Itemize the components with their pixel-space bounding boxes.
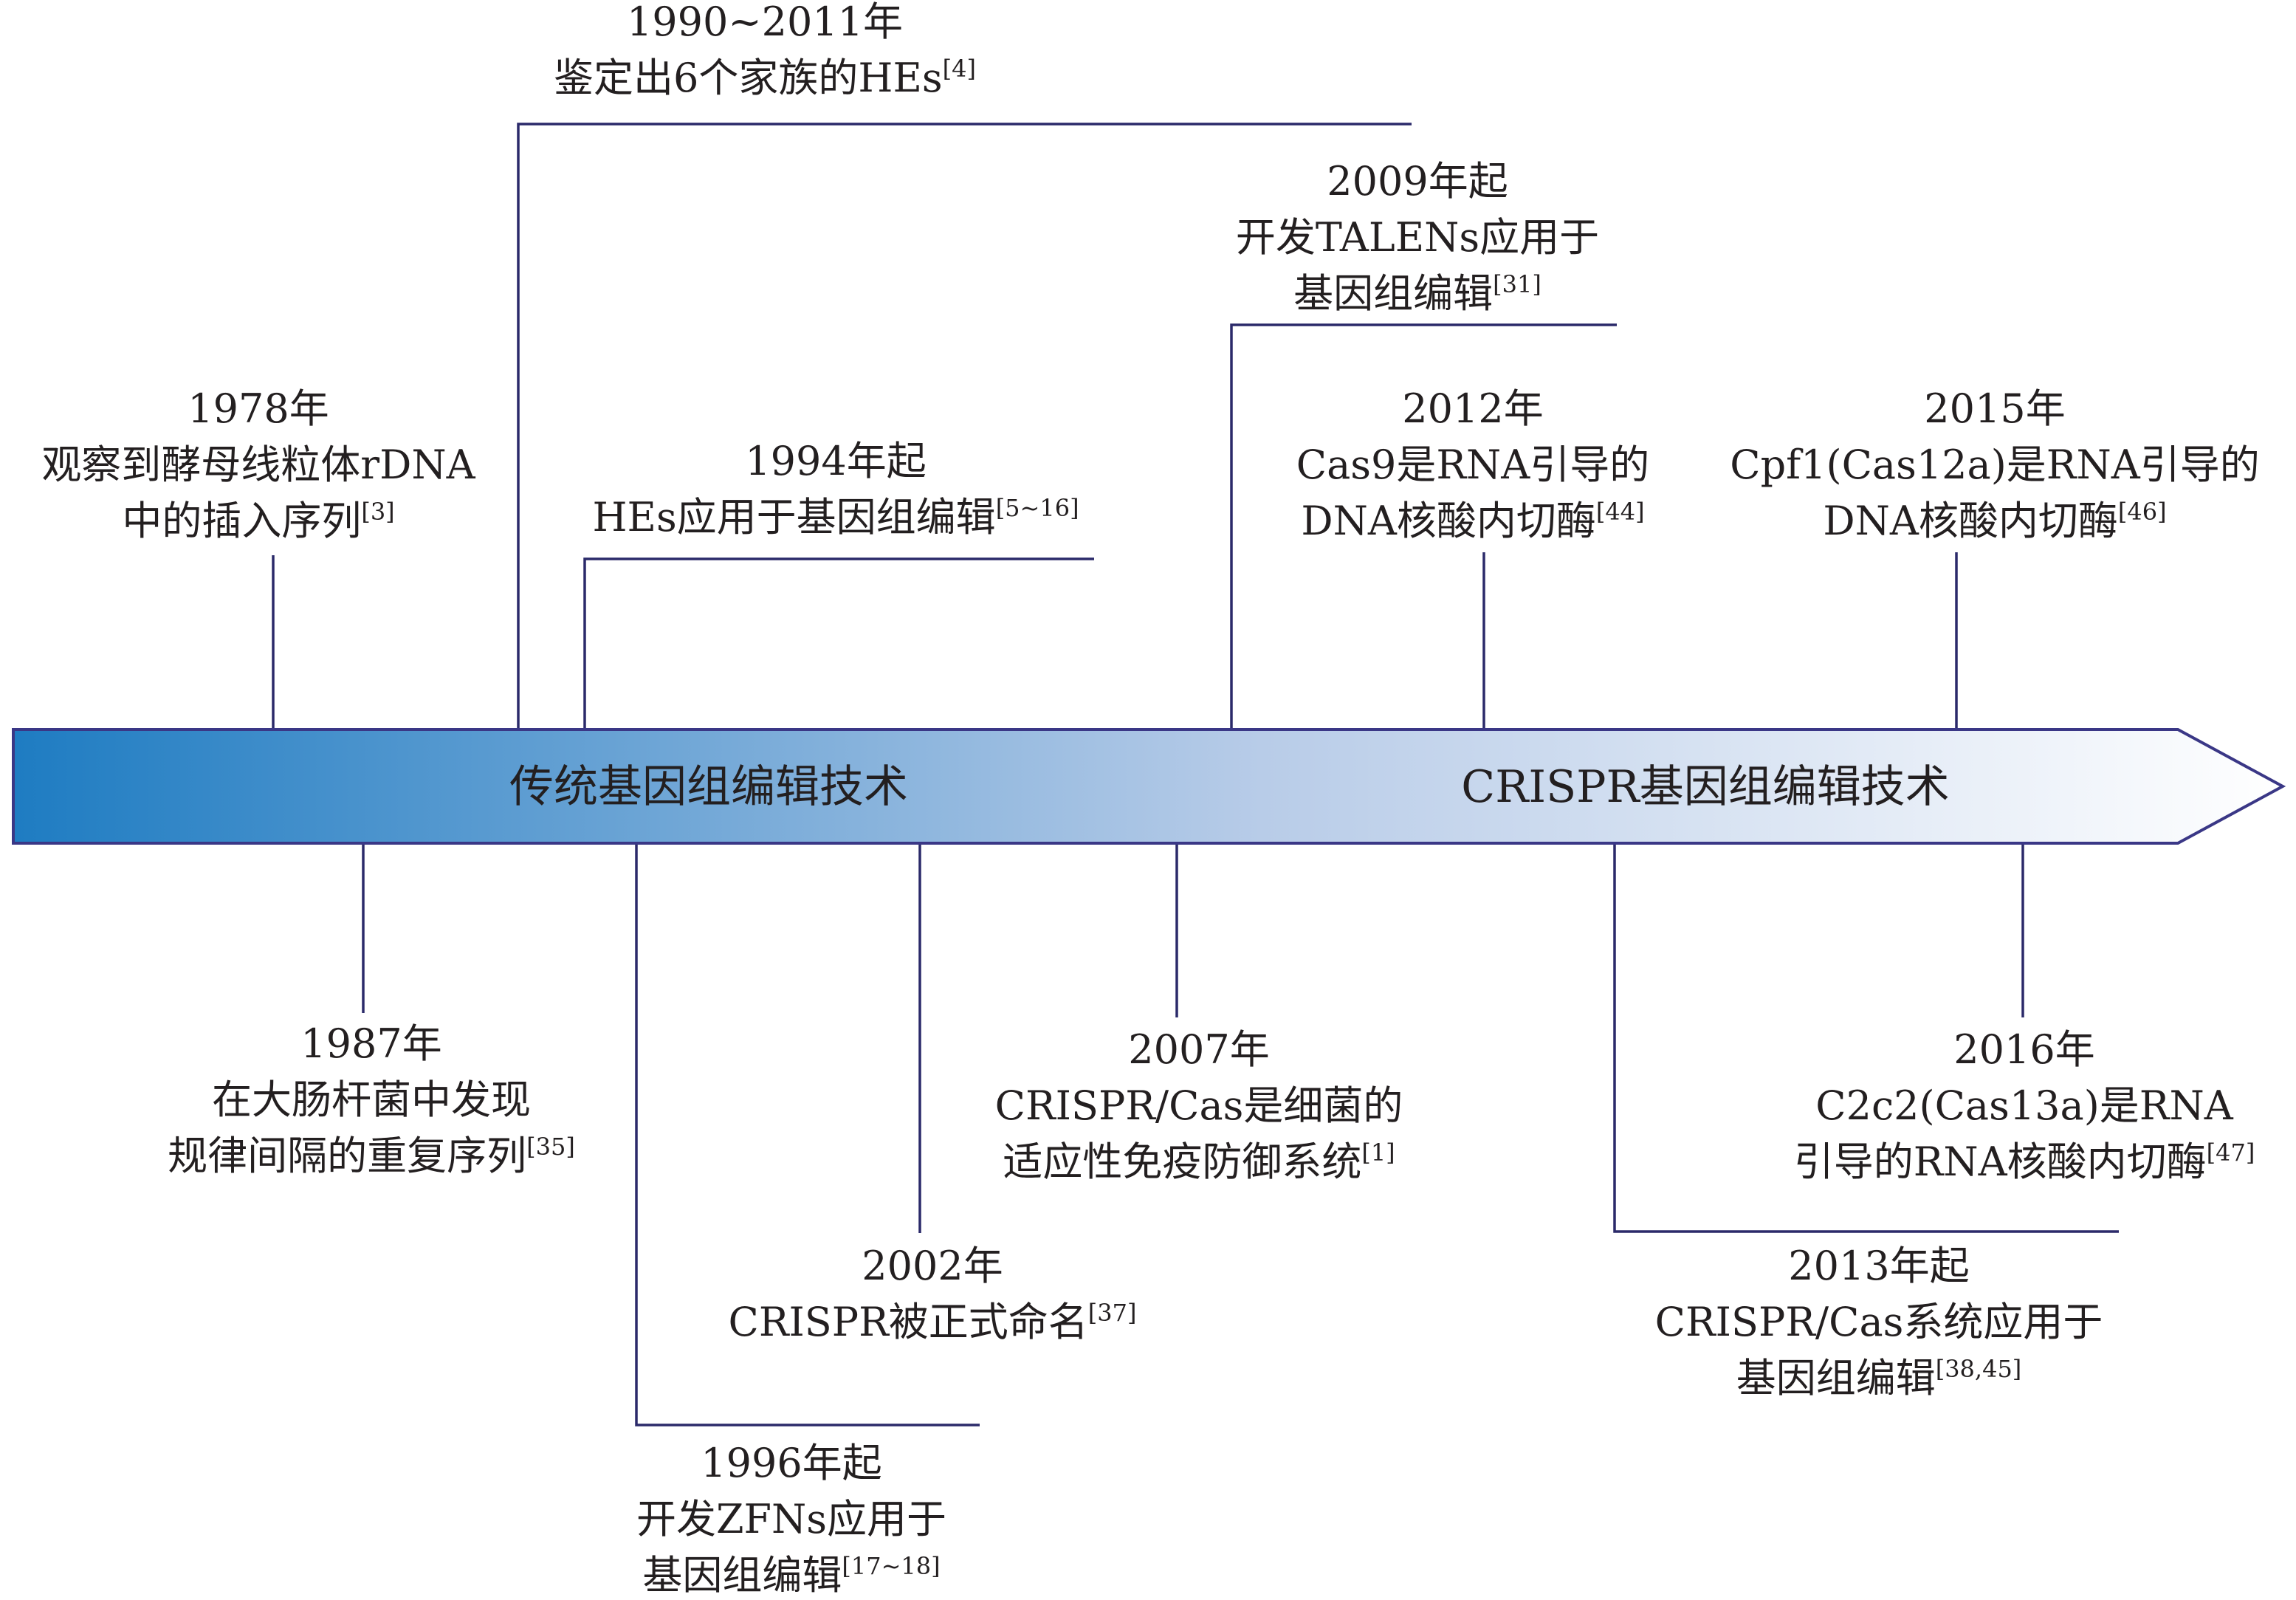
citation-ref: [5~16] <box>996 494 1079 522</box>
event-description: 观察到酵母线粒体rDNA <box>41 442 475 488</box>
event-description: CRISPR/Cas系统应用于 <box>1655 1299 2103 1345</box>
citation-ref: [3] <box>361 498 394 526</box>
event-description: 中的插入序列[3] <box>122 498 394 544</box>
connector-2013 <box>1613 843 2119 1233</box>
connector-1996 <box>635 843 980 1426</box>
citation-ref: [17~18] <box>842 1552 940 1580</box>
event-description: 基因组编辑[38,45] <box>1736 1355 2022 1401</box>
citation-ref: [38,45] <box>1936 1355 2022 1383</box>
event-year: 1996年起 <box>701 1440 881 1486</box>
connector-1990 <box>517 123 1412 729</box>
event-year: 2007年 <box>1128 1026 1269 1073</box>
citation-ref: [44] <box>1596 498 1645 526</box>
event-description: 基因组编辑[31] <box>1293 270 1541 317</box>
event-year: 2015年 <box>1924 385 2065 432</box>
event-description: 开发ZFNs应用于 <box>636 1496 946 1542</box>
event-year: 1990~2011年 <box>627 0 903 45</box>
connectors <box>272 123 2119 1426</box>
event-description: CRISPR/Cas是细菌的 <box>995 1082 1403 1129</box>
connector-1994 <box>583 557 1094 729</box>
event-description: 在大肠杆菌中发现 <box>212 1077 531 1123</box>
traditional-editing-label: 传统基因组编辑技术 <box>509 761 908 813</box>
event-year: 1978年 <box>188 385 329 432</box>
citation-ref: [35] <box>526 1133 575 1161</box>
event-description: DNA核酸内切酶[44] <box>1301 498 1644 544</box>
event-description: 基因组编辑[17~18] <box>642 1552 940 1599</box>
citation-ref: [4] <box>943 55 976 83</box>
event-year: 2012年 <box>1402 385 1543 432</box>
event-description: C2c2(Cas13a)是RNA <box>1815 1082 2233 1129</box>
event-description: HEs应用于基因组编辑[5~16] <box>592 494 1079 540</box>
event-e2016: 2016年 C2c2(Cas13a)是RNA 引导的RNA核酸内切酶[47] <box>1794 1026 2255 1185</box>
citation-ref: [46] <box>2118 498 2167 526</box>
citation-ref: [1] <box>1361 1139 1395 1167</box>
event-year: 2016年 <box>1953 1026 2094 1073</box>
connector-2009 <box>1230 323 1617 729</box>
event-year: 2009年起 <box>1327 158 1508 205</box>
event-description: Cpf1(Cas12a)是RNA引导的 <box>1730 442 2259 488</box>
event-year: 1994年起 <box>745 438 926 484</box>
event-year: 2002年 <box>862 1243 1003 1289</box>
event-e2015: 2015年 Cpf1(Cas12a)是RNA引导的 DNA核酸内切酶[46] <box>1730 385 2259 544</box>
event-year: 2013年起 <box>1788 1243 1969 1289</box>
event-description: 鉴定出6个家族的HEs[4] <box>554 55 976 101</box>
event-description: CRISPR被正式命名[37] <box>729 1299 1137 1345</box>
citation-ref: [37] <box>1088 1299 1137 1327</box>
event-description: 引导的RNA核酸内切酶[47] <box>1794 1139 2255 1185</box>
crispr-editing-label: CRISPR基因组编辑技术 <box>1461 761 1949 813</box>
citation-ref: [47] <box>2207 1139 2255 1167</box>
event-description: 规律间隔的重复序列[35] <box>168 1133 575 1179</box>
event-description: DNA核酸内切酶[46] <box>1823 498 2166 544</box>
event-e1994: 1994年起 HEs应用于基因组编辑[5~16] <box>592 438 1079 540</box>
event-e2012: 2012年 Cas9是RNA引导的 DNA核酸内切酶[44] <box>1296 385 1650 544</box>
event-description: 适应性免疫防御系统[1] <box>1003 1139 1395 1185</box>
event-year: 1987年 <box>300 1020 441 1067</box>
event-description: Cas9是RNA引导的 <box>1296 442 1650 488</box>
event-e2002: 2002年 CRISPR被正式命名[37] <box>729 1243 1137 1345</box>
citation-ref: [31] <box>1493 270 1541 298</box>
timeline-arrow <box>12 728 2286 845</box>
event-description: 开发TALENs应用于 <box>1236 214 1599 261</box>
